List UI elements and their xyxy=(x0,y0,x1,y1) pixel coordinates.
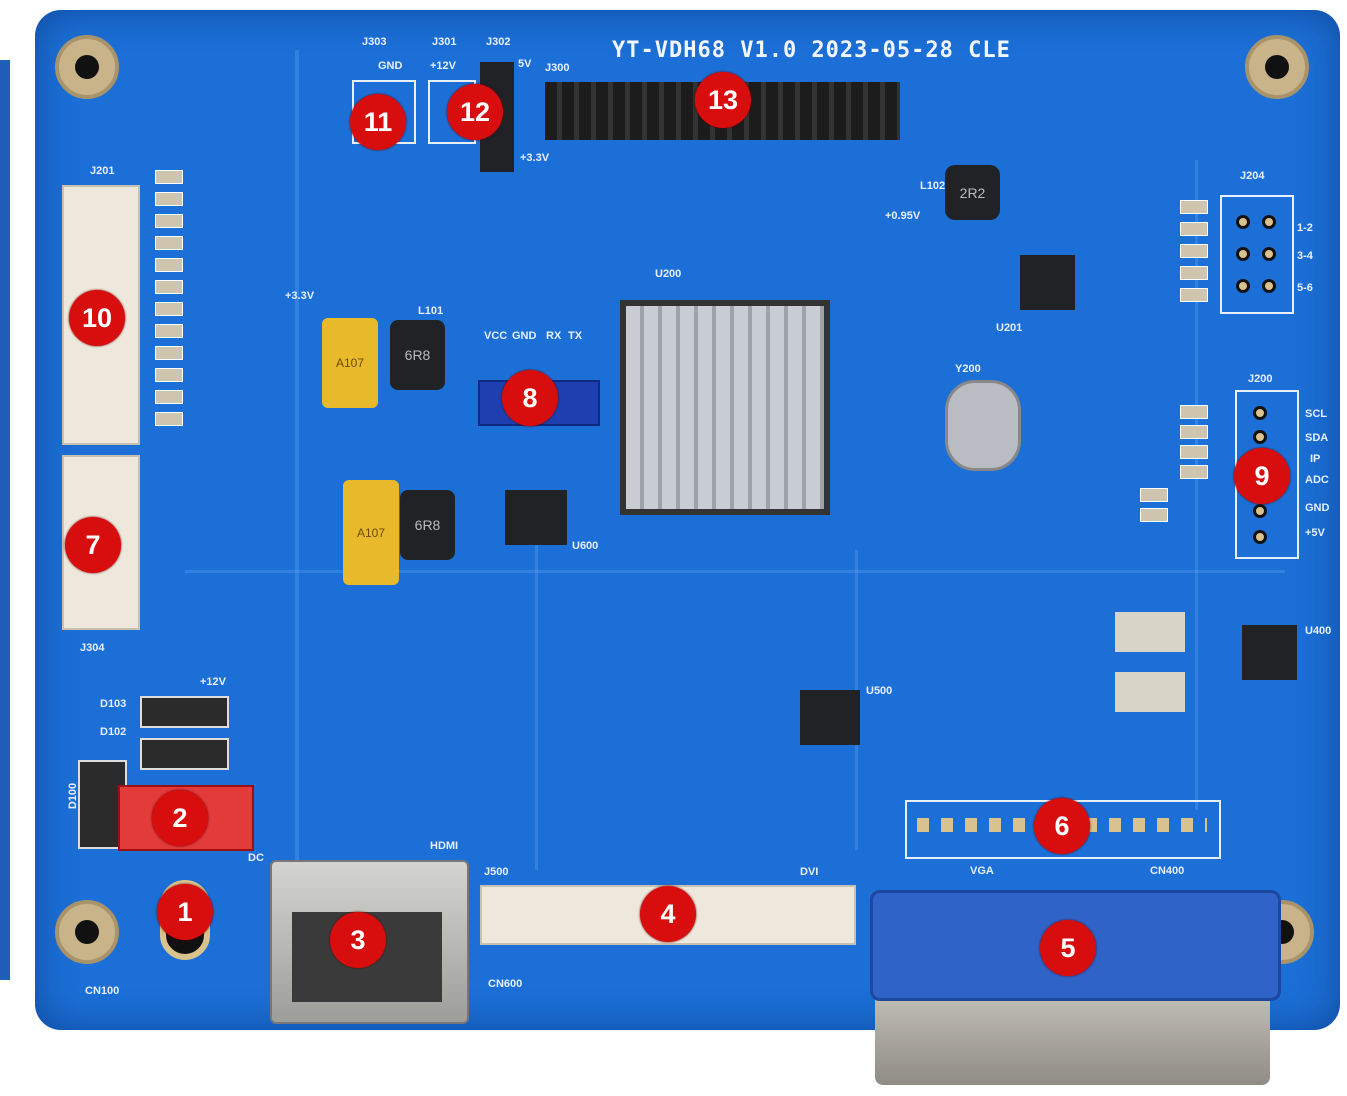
label-u400: U400 xyxy=(1305,625,1332,637)
label-dvi: DVI xyxy=(800,866,819,878)
marker-5: 5 xyxy=(1040,920,1096,976)
label-j500: J500 xyxy=(484,866,509,878)
marker-12: 12 xyxy=(447,84,503,140)
label-y200: Y200 xyxy=(955,363,981,375)
pin-label-gnd: GND xyxy=(1305,502,1330,514)
marker-7: 7 xyxy=(65,517,121,573)
pin-label-sda: SDA xyxy=(1305,432,1329,444)
label-3v3: +3.3V xyxy=(285,290,315,302)
label-j301: J301 xyxy=(432,36,457,48)
marker-13: 13 xyxy=(695,72,751,128)
label-d102: D102 xyxy=(100,726,127,738)
inductor-6r8: 6R8 xyxy=(390,320,445,390)
label-j200: J200 xyxy=(1248,373,1273,385)
label-u201: U201 xyxy=(996,322,1023,334)
label-j201: J201 xyxy=(90,165,115,177)
pin-label-adc: ADC xyxy=(1305,474,1329,486)
label-vcc: VCC xyxy=(484,330,508,342)
label-0v95: +0.95V xyxy=(885,210,921,222)
marker-9: 9 xyxy=(1234,448,1290,504)
marker-3: 3 xyxy=(330,912,386,968)
label-j302: J302 xyxy=(486,36,511,48)
label-dc: DC xyxy=(248,852,264,864)
chip-u201 xyxy=(1020,255,1075,310)
label-d103: D103 xyxy=(100,698,127,710)
diode-d102 xyxy=(140,738,229,770)
label-cn100: CN100 xyxy=(85,985,120,997)
capacitor-a107: A107 xyxy=(322,318,378,408)
inductor-6r8: 6R8 xyxy=(400,490,455,560)
marker-6: 6 xyxy=(1034,798,1090,854)
label-tx: TX xyxy=(568,330,583,342)
label-vga: VGA xyxy=(970,865,994,877)
label-d100: D100 xyxy=(67,782,80,810)
pin-label-ip: IP xyxy=(1310,453,1321,465)
diode-d403 xyxy=(1115,612,1185,652)
label-u500: U500 xyxy=(866,685,893,697)
label-u200: U200 xyxy=(655,268,682,280)
marker-1: 1 xyxy=(157,884,213,940)
label-gnd-uart: GND xyxy=(512,330,537,342)
label-cn600: CN600 xyxy=(488,978,523,990)
marker-10: 10 xyxy=(69,290,125,346)
pcb-board xyxy=(35,10,1340,1030)
hdmi-connector xyxy=(270,860,469,1024)
mounting-hole xyxy=(55,35,119,99)
inductor-2r2: 2R2 xyxy=(945,165,1000,220)
label-rx: RX xyxy=(546,330,562,342)
adjacent-board-edge xyxy=(0,60,10,980)
label-j204: J204 xyxy=(1240,170,1265,182)
chip-u600 xyxy=(505,490,567,545)
marker-2: 2 xyxy=(152,790,208,846)
label-j303: J303 xyxy=(362,36,387,48)
board-title: YT-VDH68 V1.0 2023-05-28 CLE xyxy=(612,38,1011,63)
marker-8: 8 xyxy=(502,370,558,426)
label-hdmi: HDMI xyxy=(430,840,459,852)
label-l102: L102 xyxy=(920,180,946,192)
label-j204-56: 5-6 xyxy=(1297,282,1313,294)
label-gnd: GND xyxy=(378,60,403,72)
heatsink-u200 xyxy=(620,300,830,515)
label-u600: U600 xyxy=(572,540,599,552)
label-12v-pwr: +12V xyxy=(200,676,226,688)
label-cn400: CN400 xyxy=(1150,865,1185,877)
chip-u500 xyxy=(800,690,860,745)
label-j204-12: 1-2 xyxy=(1297,222,1313,234)
label-j304: J304 xyxy=(80,642,105,654)
label-j204-34: 3-4 xyxy=(1297,250,1313,262)
vga-shell xyxy=(875,985,1270,1085)
label-l101: L101 xyxy=(418,305,444,317)
mounting-hole xyxy=(55,900,119,964)
header-j204 xyxy=(1220,195,1294,314)
label-5v: 5V xyxy=(518,58,532,70)
pin-label-scl: SCL xyxy=(1305,408,1327,420)
diode-d402 xyxy=(1115,672,1185,712)
diode-d103 xyxy=(140,696,229,728)
mounting-hole xyxy=(1245,35,1309,99)
chip-u400 xyxy=(1242,625,1297,680)
label-12v: +12V xyxy=(430,60,456,72)
capacitor-a107: A107 xyxy=(343,480,399,585)
marker-11: 11 xyxy=(350,94,406,150)
marker-4: 4 xyxy=(640,886,696,942)
label-3v3-top: +3.3V xyxy=(520,152,550,164)
pin-label-5v: +5V xyxy=(1305,527,1325,539)
crystal-y200 xyxy=(945,380,1021,471)
label-j300: J300 xyxy=(545,62,570,74)
